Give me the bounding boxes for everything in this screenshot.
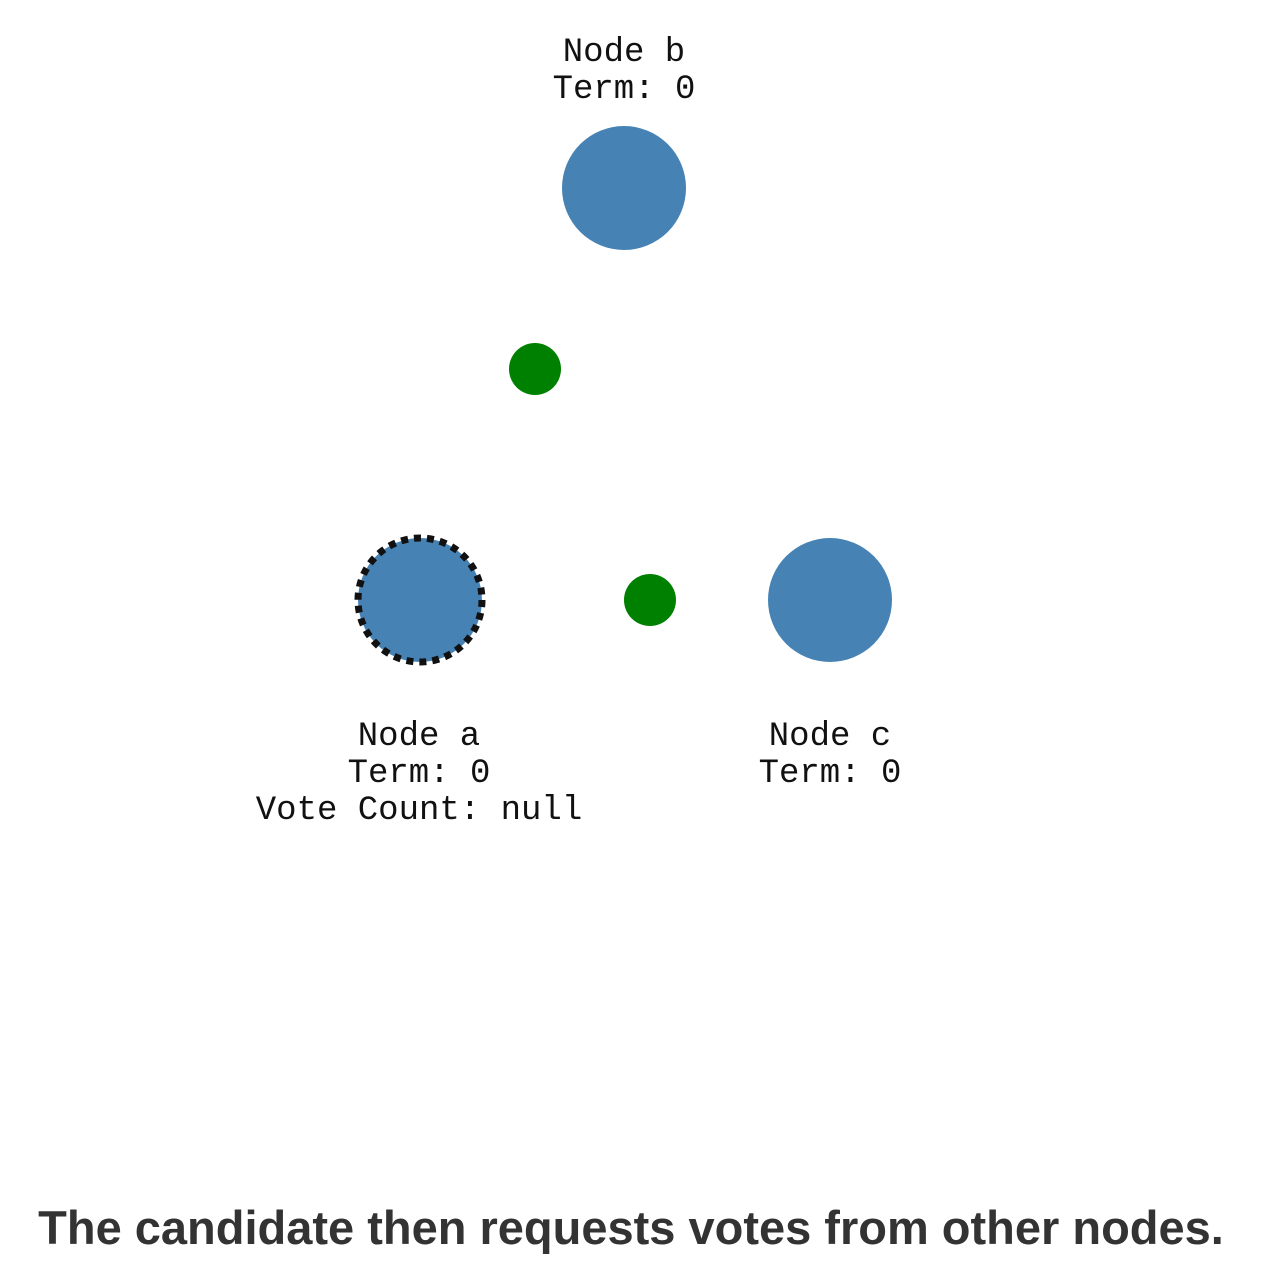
caption: The candidate then requests votes from o…	[38, 1201, 1224, 1254]
node-b-term: Term: 0	[553, 71, 696, 109]
node-a-circle[interactable]	[358, 538, 482, 662]
node-a-vote-count: Vote Count: null	[256, 792, 582, 830]
node-c-term: Term: 0	[759, 755, 902, 793]
node-b-name: Node b	[563, 34, 685, 72]
node-c-name: Node c	[769, 718, 891, 756]
node-a-term: Term: 0	[348, 755, 491, 793]
node-c-circle[interactable]	[768, 538, 892, 662]
vote-request-to-b	[509, 343, 561, 395]
node-c[interactable]: Node c Term: 0	[759, 538, 902, 793]
vote-request-to-c	[624, 574, 676, 626]
candidate-ring	[354, 534, 486, 666]
node-b[interactable]: Node b Term: 0	[553, 34, 696, 250]
node-b-circle[interactable]	[562, 126, 686, 250]
node-a[interactable]: Node a Term: 0 Vote Count: null	[256, 534, 582, 830]
raft-diagram: Node b Term: 0 Node a Term: 0 Vote Count…	[256, 34, 902, 830]
node-a-name: Node a	[358, 718, 480, 756]
